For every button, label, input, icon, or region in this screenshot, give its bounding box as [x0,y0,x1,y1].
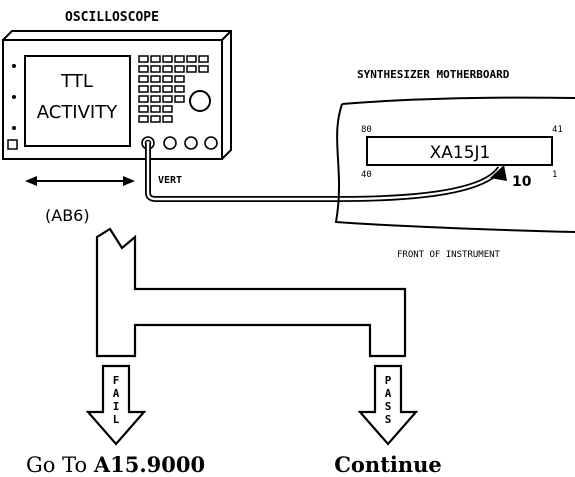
probe-cable [145,143,507,202]
pass-arrow [357,364,419,446]
control-button-grid [138,55,209,123]
fail-action-target: A15.9000 [93,452,205,477]
fail-action-text: Go To A15.9000 [26,452,205,477]
pass-action-text: Continue [334,452,442,477]
pin-80-label: 80 [361,125,372,135]
control-knob [189,90,211,112]
front-of-instrument-label: FRONT OF INSTRUMENT [397,250,501,260]
synthesizer-motherboard: SYNTHESIZER MOTHERBOARD XA15J1 80 41 40 … [334,68,575,260]
screen-text-ttl: TTL [60,71,93,92]
motherboard-title: SYNTHESIZER MOTHERBOARD [357,68,510,81]
fail-action-prefix: Go To [26,453,87,477]
board-outline [334,96,575,233]
fail-letter-2: A [113,387,120,400]
adjust-label: (AB6) [45,206,90,225]
vert-input-label: VERT [158,175,182,186]
pass-letter-3: S [385,400,392,413]
probe-tip [490,165,507,181]
oscilloscope-screen: TTL ACTIVITY [24,55,131,147]
screen-text-activity: ACTIVITY [37,102,118,123]
flow-bracket [95,227,407,358]
input-connectors [141,136,218,150]
fail-letter-3: I [113,400,120,413]
side-markers [12,64,16,130]
power-switch [7,139,18,150]
pass-letter-2: A [385,387,392,400]
oscilloscope: OSCILLOSCOPE TTL ACTIVITY [2,10,232,225]
pass-letter-4: S [385,413,392,426]
connector-xa15j1 [366,136,553,166]
fail-letter-4: L [113,413,120,426]
pin-1-label: 1 [552,170,557,180]
pin-40-label: 40 [361,170,372,180]
fail-letter-1: F [113,374,120,387]
oscilloscope-title: OSCILLOSCOPE [65,10,159,25]
fail-arrow [85,364,147,446]
pass-letter-1: P [385,374,392,387]
oscilloscope-body [2,30,232,160]
probe-pin-label: 10 [512,174,532,190]
adjust-double-arrow [25,176,135,186]
connector-label: XA15J1 [430,143,491,163]
pin-41-label: 41 [552,125,563,135]
decision-flow: F A I L P A S S Go To A15.9000 Continue [26,227,442,477]
